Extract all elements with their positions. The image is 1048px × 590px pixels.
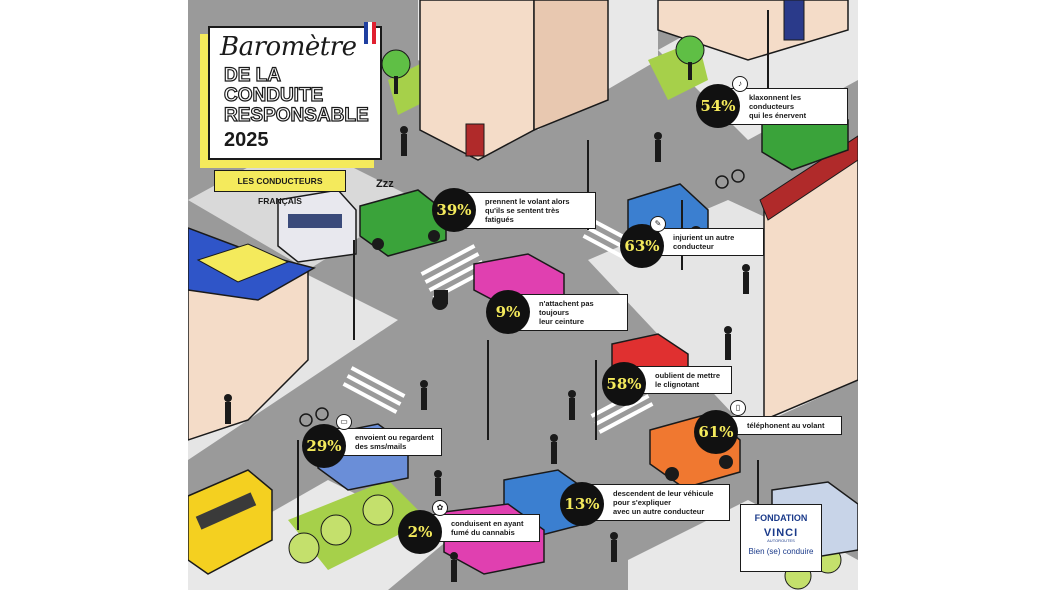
cannabis-icon: ✿ (432, 500, 448, 516)
sleep-icon: Zzz (376, 178, 394, 190)
speech-icon: ✎ (650, 216, 666, 232)
fondation-vinci-logo: FONDATION VINCI AUTOROUTES Bien (se) con… (740, 504, 822, 572)
stat-value: 58% (602, 362, 646, 406)
stat-text: klaxonnent les conducteurs qui les énerv… (726, 88, 848, 125)
stat-text: téléphonent au volant (724, 416, 842, 435)
cyclist (299, 169, 745, 427)
title-line-1: DE LA (223, 65, 281, 86)
logo-line-1: FONDATION (754, 513, 808, 523)
stat-value: 54% (696, 84, 740, 128)
tree (381, 49, 411, 94)
tree (675, 35, 705, 80)
logo-tagline: Bien (se) conduire (748, 547, 814, 556)
stat-text: conduisent en ayant fumé du cannabis (428, 514, 540, 542)
title-main: Baromètre (220, 32, 357, 62)
stat-value: 13% (560, 482, 604, 526)
stat-text: envoient ou regardent des sms/mails (332, 428, 442, 456)
logo-line-3: AUTOROUTES (767, 538, 795, 543)
pedestrian (224, 126, 750, 582)
building-door (465, 123, 485, 157)
french-flag-icon (364, 22, 376, 44)
subtitle-label: LES CONDUCTEURS FRANÇAIS (214, 170, 346, 206)
rooftop-block (196, 243, 290, 283)
car-green (359, 189, 447, 257)
stat-text: prennent le volant alors qu'ils se sente… (462, 192, 596, 229)
stat-text: oublient de mettre le clignotant (632, 366, 732, 394)
title-line-3: RESPONSABLE (223, 105, 369, 126)
stat-value: 61% (694, 410, 738, 454)
stat-value: 2% (398, 510, 442, 554)
stat-text: n'attachent pas toujours leur ceinture (516, 294, 628, 331)
horn-icon: ♪ (732, 76, 748, 92)
phone-icon: ▯ (730, 400, 746, 416)
stat-text: injurient un autre conducteur (650, 228, 764, 256)
city-illustration: Baromètre DE LA CONDUITE RESPONSABLE 202… (188, 0, 858, 590)
motorbike (432, 290, 448, 310)
stat-value: 9% (486, 290, 530, 334)
sms-icon: ▭ (336, 414, 352, 430)
grass-patch (288, 480, 428, 570)
title-line-2: CONDUITE (223, 85, 324, 106)
building (419, 0, 535, 161)
shuttle-bus (277, 189, 357, 263)
building-door (783, 0, 805, 41)
grass-patch (388, 60, 428, 115)
building-side (533, 0, 609, 132)
title-year: 2025 (224, 129, 269, 151)
bus-yellow (188, 469, 273, 575)
stat-value: 29% (302, 424, 346, 468)
stat-text: descendent de leur véhicule pour s'expli… (590, 484, 730, 521)
stat-value: 39% (432, 188, 476, 232)
title-card: Baromètre DE LA CONDUITE RESPONSABLE 202… (208, 26, 382, 160)
logo-line-2: VINCI (763, 527, 799, 539)
